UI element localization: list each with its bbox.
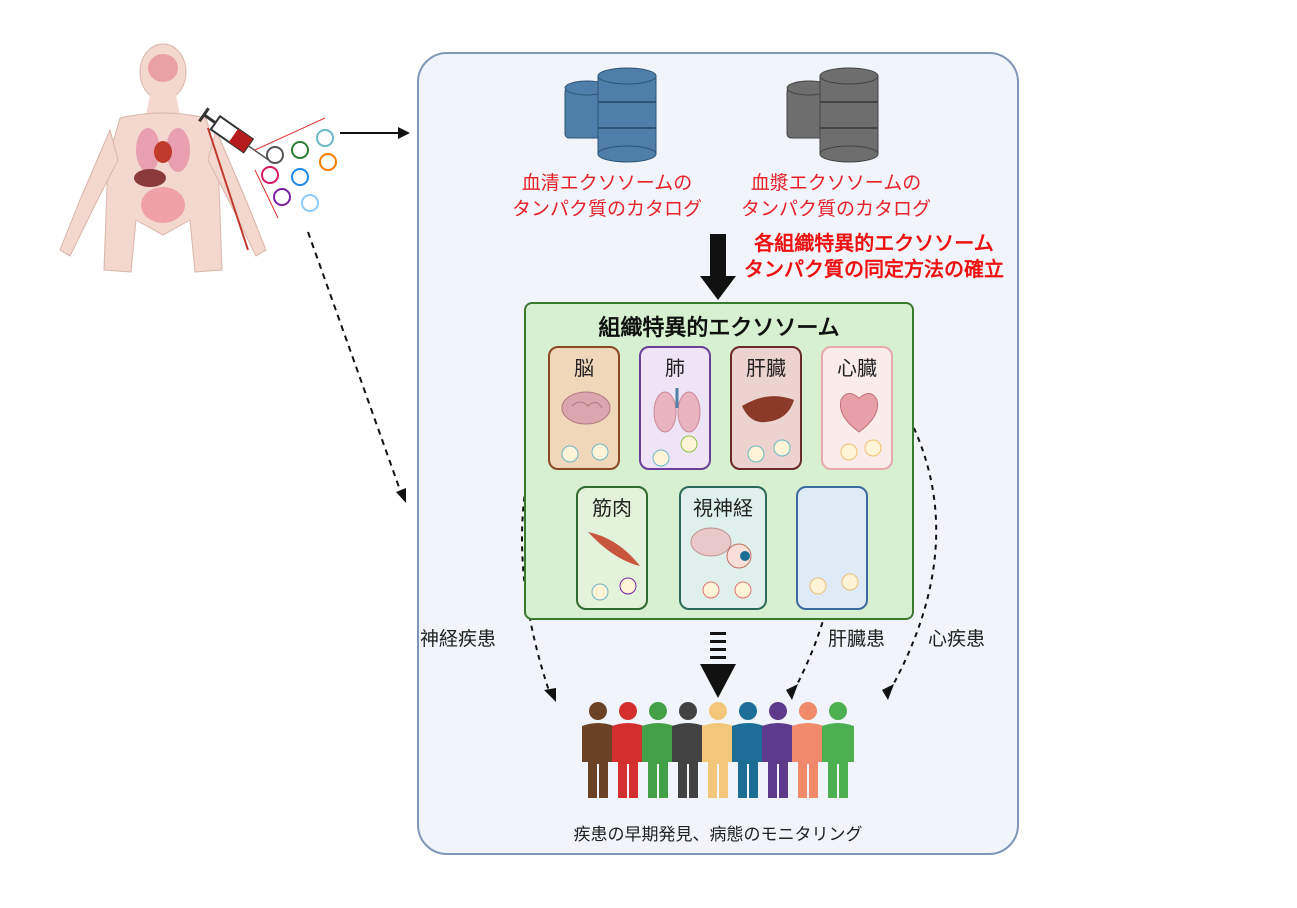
liver-icon [742, 396, 794, 463]
person-icon [642, 702, 674, 798]
tissue-name: 心臓 [837, 356, 877, 380]
tissue-card-lung: 肺 [639, 346, 711, 470]
serum-database-icon [564, 67, 657, 163]
brain-icon [561, 391, 611, 463]
neuro-disease-label: 神経疾患 [420, 628, 497, 650]
footer-caption: 疾患の早期発見、病態のモニタリング [573, 825, 863, 845]
exosome-cluster [261, 129, 337, 212]
tissue-panel-title: 組織特異的エクソソーム [598, 316, 840, 341]
eye-nerve-icon [690, 527, 752, 599]
person-icon [732, 702, 764, 798]
tissue-card-muscle: 筋肉 [576, 486, 648, 610]
person-icon [672, 702, 704, 798]
tissue-card-brain: 脳 [548, 346, 620, 470]
muscle-icon [588, 532, 640, 601]
person-icon [822, 702, 854, 798]
tissue-name: 視神経 [693, 496, 753, 520]
serum-catalog-label: 血清エクソソームの タンパク質のカタログ [511, 172, 702, 220]
person-icon [612, 702, 644, 798]
tissue-card-liver: 肝臓 [730, 346, 802, 470]
person-icon [762, 702, 794, 798]
plasma-catalog-label: 血漿エクソソームの タンパク質のカタログ [740, 172, 931, 220]
heart-icon [839, 393, 882, 461]
tissue-name: 脳 [574, 356, 594, 380]
lung-icon [652, 388, 701, 467]
person-icon [792, 702, 824, 798]
syringe-icon [198, 107, 269, 161]
tissue-card-other [796, 486, 868, 610]
tissue-card-heart: 心臓 [821, 346, 893, 470]
method-label: 各組織特異的エクソソーム タンパク質の同定方法の確立 [744, 231, 1004, 281]
liver-disease-label: 肝臓患 [828, 628, 886, 650]
heart-disease-label: 心疾患 [928, 628, 986, 650]
plasma-database-icon [786, 67, 879, 163]
tissue-name: 肝臓 [746, 356, 786, 380]
tissue-name: 筋肉 [592, 496, 632, 520]
person-icon [582, 702, 614, 798]
tissue-name: 肺 [665, 356, 685, 380]
person-icon [702, 702, 734, 798]
tissue-card-optic-nerve: 視神経 [679, 486, 767, 610]
human-body-icon [59, 43, 267, 273]
exosome-icon [809, 573, 859, 595]
